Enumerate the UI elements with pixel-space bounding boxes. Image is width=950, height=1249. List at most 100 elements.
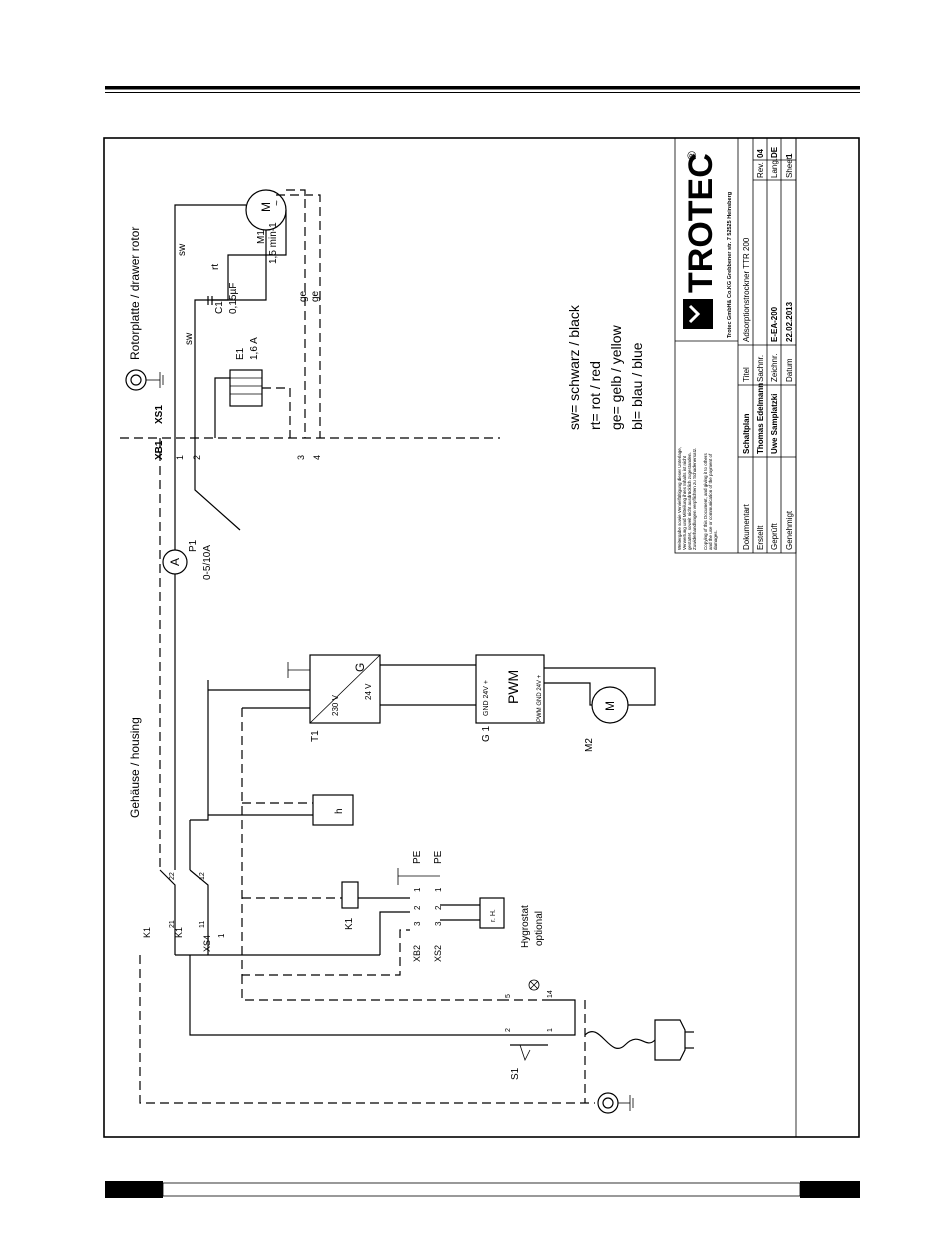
connector-xs4-label: XS4 bbox=[202, 935, 212, 952]
switch-pin-2: 2 bbox=[505, 1028, 512, 1032]
row-rev-label: Rev. bbox=[756, 162, 765, 178]
motor-m1-tilde: ~ bbox=[272, 200, 283, 206]
pe-label-2: PE bbox=[433, 850, 444, 864]
footer-block-left bbox=[105, 1181, 163, 1198]
fan-m2-letter: M bbox=[603, 701, 617, 711]
hygrostat-rh: r. H. bbox=[490, 909, 497, 922]
wire-label-ge-2: ge bbox=[310, 290, 321, 302]
fan-m2-label: M2 bbox=[584, 738, 595, 752]
connector-xs2-label: XS2 bbox=[433, 945, 443, 962]
wire-sw-m1 bbox=[174, 204, 246, 438]
switch-s1-label: S1 bbox=[510, 1067, 521, 1080]
connector-xs2-pin-2: 2 bbox=[434, 905, 443, 910]
pe-label-1: PE bbox=[412, 850, 423, 864]
relay-k1-contact-11-12 bbox=[189, 869, 209, 955]
row-checked-label: Geprüft bbox=[770, 523, 779, 550]
notice-line-3: gestattet, soweit nicht ausdrücklich zug… bbox=[687, 452, 692, 550]
row-drawno-value: E-EA-200 bbox=[770, 306, 779, 342]
relay-pin-22: 22 bbox=[169, 872, 176, 880]
mains-cable bbox=[584, 1031, 656, 1049]
connector-xs4-pin: 1 bbox=[217, 933, 226, 938]
relay-pin-12: 12 bbox=[199, 872, 206, 880]
header-rule-thin bbox=[105, 92, 860, 93]
drawing-frame bbox=[103, 137, 860, 1138]
wire-ge-2 bbox=[276, 194, 321, 438]
connector-xb2-label: XB2 bbox=[412, 945, 422, 962]
row-doctype-value: Schaltplan bbox=[742, 413, 751, 454]
wire-label-sw: sw bbox=[184, 332, 195, 345]
wire-label-rt: rt bbox=[210, 264, 221, 270]
ammeter-letter: A bbox=[168, 558, 182, 566]
heater-e1-symbol bbox=[229, 369, 263, 407]
row-doctype-label: Dokumentart bbox=[742, 503, 751, 550]
row-lang-label: Lang. bbox=[770, 158, 779, 178]
motor-m1-letter: M bbox=[259, 202, 273, 212]
pwm-top-pins: GND 24V + bbox=[483, 680, 490, 716]
row-partno-label: Sachnr. bbox=[756, 355, 765, 382]
footer-block-right bbox=[800, 1181, 860, 1198]
schematic-body: Rotorplatte / drawer rotor M ~ M1 1,5 mi… bbox=[120, 189, 694, 1114]
hygrostat-label: Hygrostat bbox=[520, 905, 531, 948]
wire-ge-1 bbox=[286, 189, 306, 438]
relay-k1-label-1: K1 bbox=[142, 927, 152, 938]
wire-label-sw-top: sw bbox=[177, 243, 188, 256]
row-title-value: Adsorptionstrockner TTR 200 bbox=[742, 237, 751, 342]
relay-pin-21: 21 bbox=[169, 920, 176, 928]
legend-rt: rt= rot / red bbox=[587, 361, 603, 430]
ammeter-p1-value: 0-5/10A bbox=[202, 545, 213, 580]
switch-pin-1: 1 bbox=[547, 1028, 554, 1032]
transformer-t1-in: 230 V bbox=[331, 694, 340, 716]
transformer-t1-g: G bbox=[353, 663, 367, 672]
notice-line-6: and the use or communication of the paym… bbox=[708, 453, 713, 550]
row-approved-label: Genehmigt bbox=[785, 510, 794, 550]
pwm-g1-symbol bbox=[475, 654, 545, 724]
row-date-value: 22.02.2013 bbox=[785, 301, 794, 342]
motor-m1-speed: 1,5 min-1 bbox=[268, 222, 279, 264]
notice-line-1: Weitergabe sowie Vervielfältigung dieser… bbox=[677, 447, 682, 550]
relay-pin-11: 11 bbox=[199, 921, 206, 928]
capacitor-c1-label: C1 bbox=[214, 301, 225, 314]
ammeter-p1-label: P1 bbox=[188, 539, 199, 552]
row-rev-value: 04 bbox=[756, 149, 765, 158]
relay-k1-label-2: K1 bbox=[174, 927, 184, 938]
brand-name: TROTEC bbox=[682, 153, 720, 293]
wire-label-ge-1: ge bbox=[298, 290, 309, 302]
legend-bl: bl= blau / blue bbox=[629, 342, 645, 430]
header-rule bbox=[105, 86, 860, 90]
connector-pin-2: 2 bbox=[192, 455, 202, 460]
connector-xb1-label: XB1 bbox=[154, 440, 165, 460]
connector-xb2-pin-2: 2 bbox=[413, 905, 422, 910]
legend-sw: sw= schwarz / black bbox=[566, 304, 582, 430]
hygrostat-optional: optional bbox=[534, 911, 545, 946]
row-created-value: Thomas Edelmann bbox=[756, 383, 765, 454]
notice-line-2: Verwertung und Mitteilung ihres Inhalts … bbox=[682, 455, 687, 550]
housing-label: Gehäuse / housing bbox=[128, 717, 142, 818]
housing-ground-terminal bbox=[597, 1092, 619, 1114]
notice-line-5: Copying of this Document, and giving it … bbox=[703, 452, 708, 550]
mains-plug-icon bbox=[654, 1019, 686, 1061]
connector-xs2-pin-3: 3 bbox=[434, 921, 443, 926]
connector-xb2-pin-3: 3 bbox=[413, 921, 422, 926]
brand-registered: ® bbox=[685, 151, 699, 160]
connector-pin-3: 3 bbox=[296, 455, 306, 460]
relay-k1-coil bbox=[341, 881, 359, 909]
hour-meter-symbol bbox=[312, 794, 354, 826]
row-created-label: Erstellt bbox=[756, 525, 765, 550]
connector-xb2-pin-1: 1 bbox=[413, 887, 422, 892]
footer-bar bbox=[162, 1182, 801, 1197]
connector-xs1-label: XS1 bbox=[154, 405, 165, 424]
row-drawno-label: Zeichnr. bbox=[770, 354, 779, 382]
heater-e1-label: E1 bbox=[235, 347, 246, 360]
switch-pin-5: 5 bbox=[505, 994, 512, 998]
hygrostat-symbol bbox=[479, 897, 505, 929]
title-block: TROTEC ® Trotec GmbH& Co.KG Grebbener st… bbox=[674, 137, 797, 554]
relay-k1-contact-21-22 bbox=[159, 869, 176, 955]
row-checked-value: Uwe Samplatzki bbox=[770, 394, 779, 454]
motor-m1-label: M1 bbox=[256, 230, 267, 244]
transformer-t1-out: 24 V bbox=[364, 683, 373, 700]
company-address: Trotec GmbH& Co.KG Grebbener str. 7 5252… bbox=[727, 192, 733, 338]
connector-xs2-pin-1: 1 bbox=[434, 887, 443, 892]
connector-pin-4: 4 bbox=[312, 455, 322, 460]
